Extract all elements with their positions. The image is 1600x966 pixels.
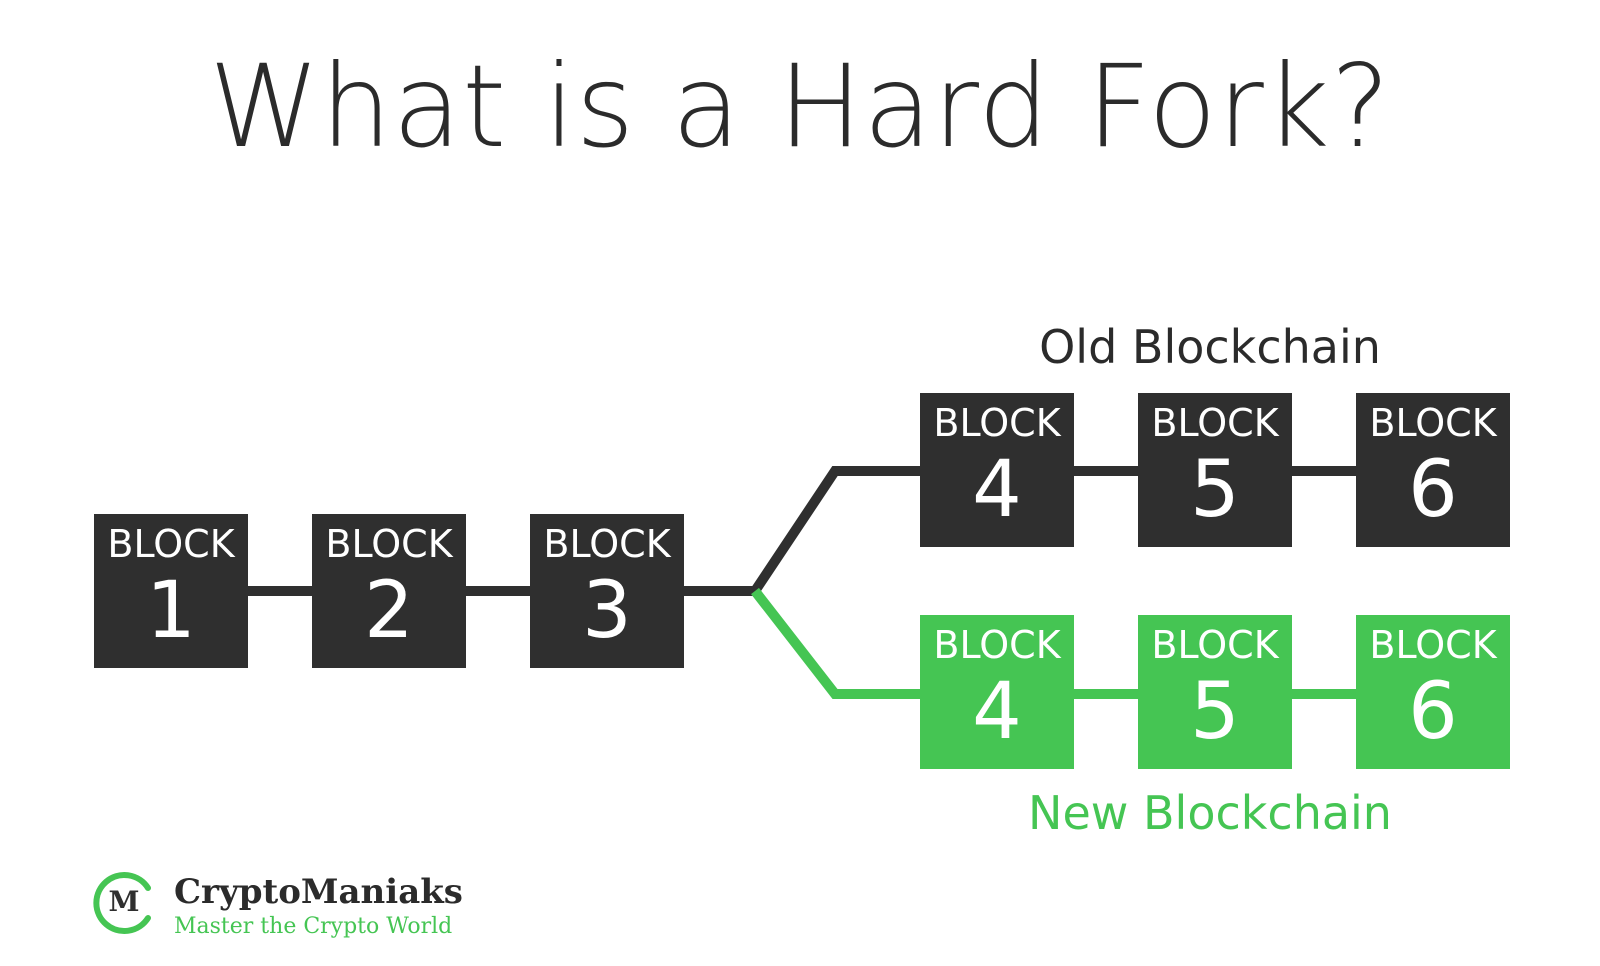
fork-branch-new [751,587,920,699]
block-label: BLOCK [933,401,1061,445]
logo-tagline: Master the Crypto World [174,914,453,939]
block-label: BLOCK [1151,623,1279,667]
block-label: BLOCK [1369,623,1497,667]
fork-branch-old [750,466,920,594]
block-number: 6 [1408,667,1458,757]
new-block-6: BLOCK 6 [1356,615,1510,769]
block-label: BLOCK [1369,401,1497,445]
old-blockchain-label: Old Blockchain [1039,320,1381,374]
block-3: BLOCK 3 [530,514,684,668]
old-block-6: BLOCK 6 [1356,393,1510,547]
block-label: BLOCK [933,623,1061,667]
page-title: What is a Hard Fork? [208,40,1392,174]
block-2: BLOCK 2 [312,514,466,668]
block-label: BLOCK [107,522,235,566]
new-block-4: BLOCK 4 [920,615,1074,769]
new-block-5: BLOCK 5 [1138,615,1292,769]
block-number: 4 [972,667,1022,757]
block-label: BLOCK [325,522,453,566]
logo-ring-icon [93,872,151,934]
block-number: 1 [146,566,196,656]
block-1: BLOCK 1 [94,514,248,668]
old-block-4: BLOCK 4 [920,393,1074,547]
old-block-5: BLOCK 5 [1138,393,1292,547]
block-number: 5 [1190,667,1240,757]
block-number: 2 [364,566,414,656]
block-number: 5 [1190,445,1240,535]
logo-name: CryptoManiaks [174,872,463,912]
block-label: BLOCK [1151,401,1279,445]
block-label: BLOCK [543,522,671,566]
block-number: 4 [972,445,1022,535]
new-blockchain-label: New Blockchain [1028,786,1392,840]
block-number: 6 [1408,445,1458,535]
block-number: 3 [582,566,632,656]
logo-letter: M [108,885,140,918]
